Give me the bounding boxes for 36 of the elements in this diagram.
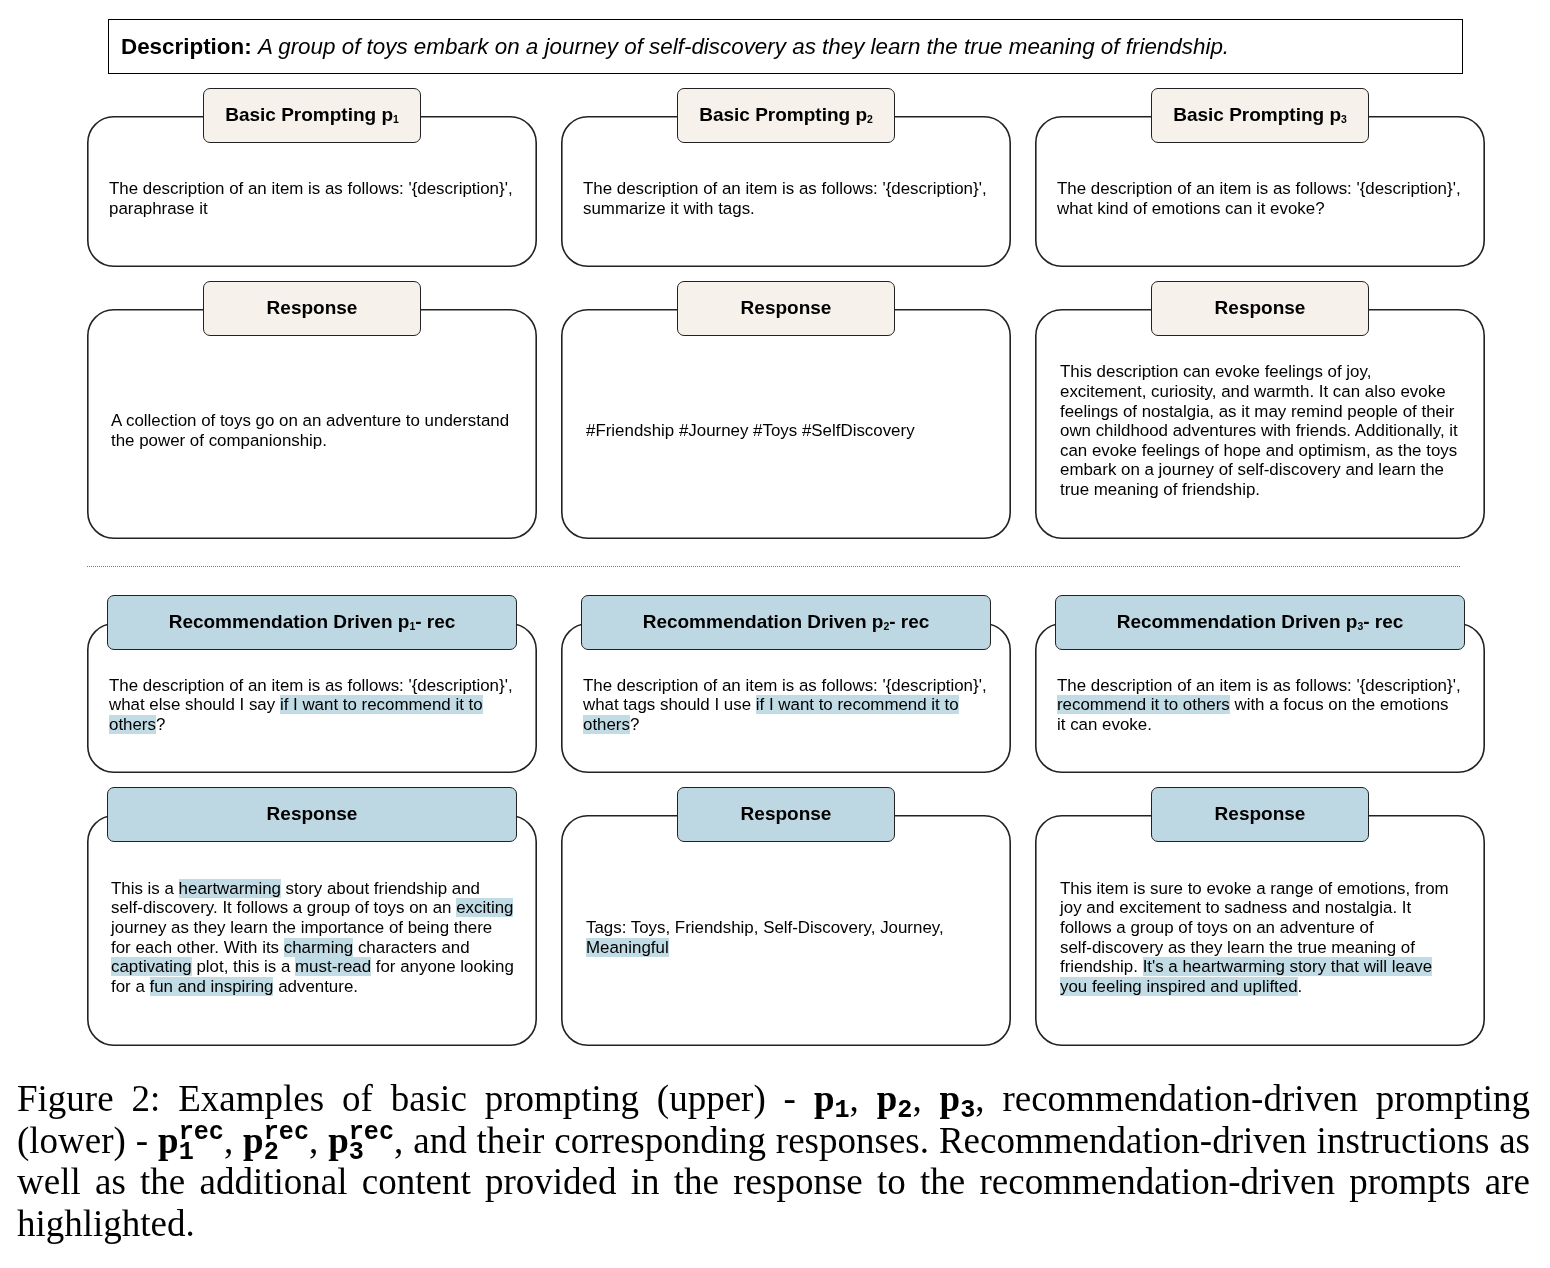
response-card [1035, 787, 1485, 1046]
header-tab: Basic Prompting p$_{3}$ [1151, 88, 1369, 143]
response-text: A collection of toys go on an adventure to understand the power of companionship. [111, 411, 511, 451]
prompt-text: The description of an item is as follows: '{description}', what kind of emotions can it evoke? [1057, 178, 1461, 219]
prompt-text: The description of an item is as follows: '{description}', summarize it with tags. [583, 178, 987, 219]
header-tab: Response [1151, 787, 1369, 842]
header-tab: Response [1151, 281, 1369, 336]
prompt-card [1035, 88, 1485, 267]
description-banner: Description: A group of toys embark on a journey of self-discovery as they learn the true meaning of friendship. [108, 19, 1463, 74]
header-tab: Basic Prompting p$_{1}$ [203, 88, 421, 143]
prompt-card [87, 595, 537, 773]
prompt-card [561, 595, 1011, 773]
header-tab: Recommendation Driven p$_{3}$- rec [1055, 595, 1465, 650]
response-text: #Friendship #Journey #Toys #SelfDiscovery [586, 421, 915, 441]
header-tab: Response [203, 281, 421, 336]
header-tab: Recommendation Driven p$_{1}$- rec [107, 595, 517, 650]
header-tab: Response [107, 787, 517, 842]
response-card [87, 787, 537, 1046]
response-card [561, 281, 1011, 539]
header-tab: Response [677, 787, 895, 842]
prompt-text: The description of an item is as follows: '{description}', paraphrase it [109, 178, 513, 219]
response-text: This item is sure to evoke a range of emotions, from joy and excitement to sadness and nostalgia. It follows a group of toys on an adventure of self-discovery as they learn the true meaning of friendship. It's a heartwarming story that will leave you feeling inspired and uplifted. [1060, 878, 1450, 997]
response-text: This is a heartwarming story about friendship and self-discovery. It follows a group of toys on an exciting journey as they learn the importance of being there for each other. With its charming characters and captivating plot, this is a must-read for anyone looking for a fun and inspiring adventure. [111, 878, 515, 997]
response-card [1035, 281, 1485, 539]
header-tab: Basic Prompting p$_{2}$ [677, 88, 895, 143]
prompt-card [1035, 595, 1485, 773]
response-card [87, 281, 537, 539]
header-tab: Recommendation Driven p$_{2}$- rec [581, 595, 991, 650]
prompt-text: The description of an item is as follows: '{description}', recommend it to others with a focus on the emotions it can evoke. [1057, 675, 1461, 735]
figure-caption: Figure 2: Examples of basic prompting (upper) - p$_{1}$, p$_{2}$, p$_{3}$, recommendation-driven prompting (lower) - p$_{1}$$^{rec}$, p$_{2}$$^{rec}$, p$_{3}$$^{rec}$, and their corresponding responses. Recommendation-driven instructions as well as the additional content provided in the response to the recommendation-driven prompts are highlighted. [17, 1078, 1530, 1244]
response-text: This description can evoke feelings of joy, excitement, curiosity, and warmth. It can also evoke feelings of nostalgia, as it may remind people of their own childhood adventures with friends. Additionally, it can evoke feelings of hope and optimism, as the toys embark on a journey of self-discovery and learn the true meaning of friendship. [1060, 362, 1459, 500]
prompt-card [87, 88, 537, 267]
prompt-card [561, 88, 1011, 267]
response-text: Tags: Toys, Friendship, Self-Discovery, Journey, Meaningful [586, 917, 945, 958]
header-tab: Response [677, 281, 895, 336]
response-card [561, 787, 1011, 1046]
